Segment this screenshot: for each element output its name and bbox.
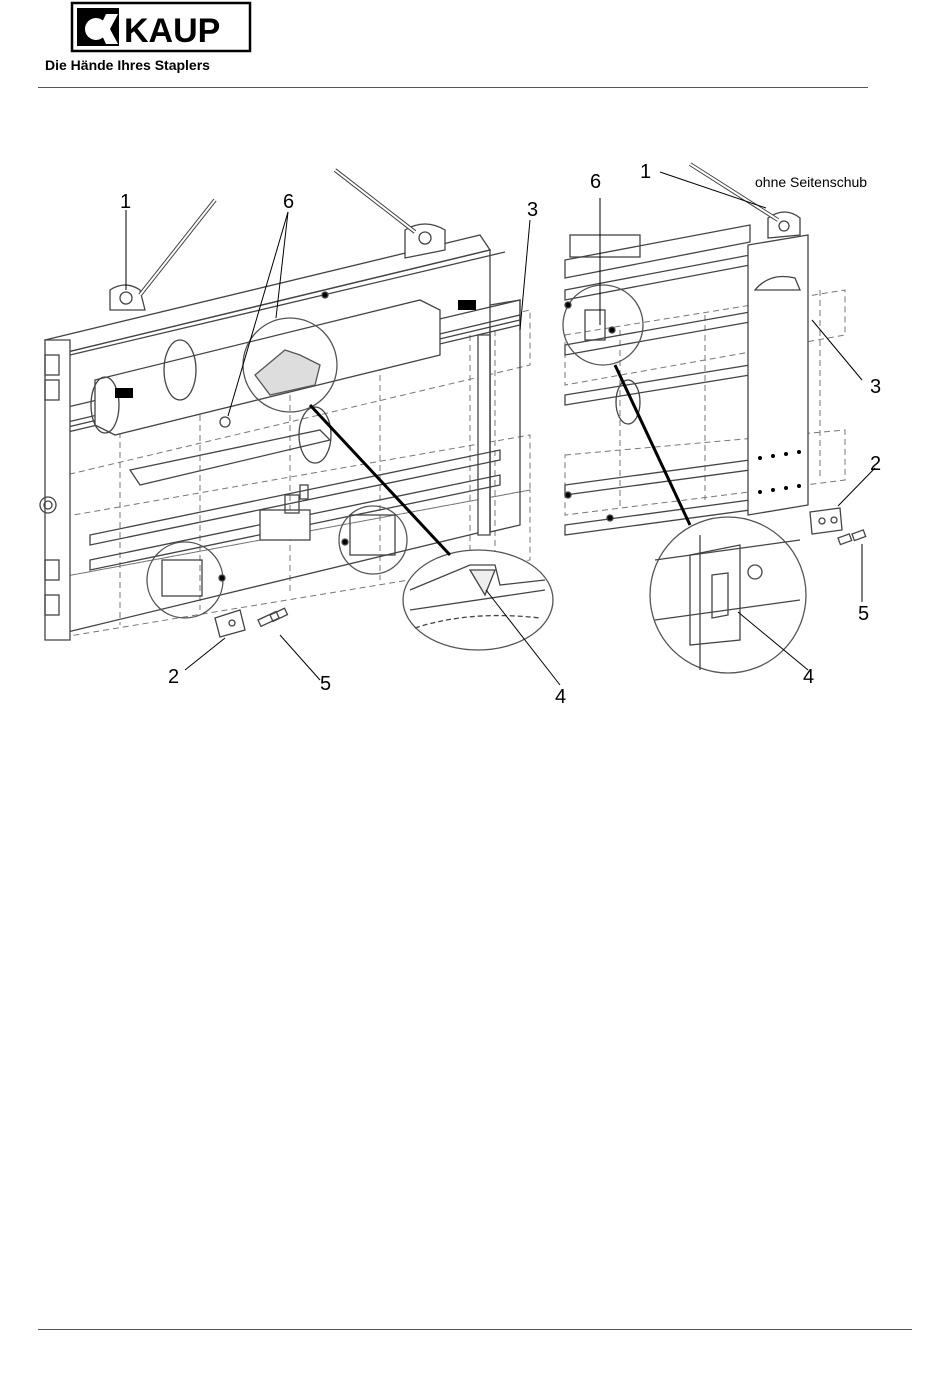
right-callout-1: 1 [640, 161, 651, 183]
kaup-logo: KAUP Die Hände Ihres Staplers [40, 0, 290, 80]
kaup-logo-graphic: KAUP Die Hände Ihres Staplers [40, 0, 290, 80]
header-rule [38, 87, 868, 88]
right-view [563, 164, 875, 673]
logo-slogan: Die Hände Ihres Staplers [45, 57, 210, 73]
left-view [40, 170, 560, 685]
right-callout-4: 4 [803, 666, 814, 688]
left-callout-4: 4 [555, 686, 566, 708]
right-callout-3: 3 [870, 376, 881, 398]
assembly-drawing-svg: 1 6 3 2 5 4 1 6 ohne Seitenschub 3 2 5 4 [0, 140, 950, 720]
left-callout-5: 5 [320, 673, 331, 695]
logo-wordmark: KAUP [124, 12, 220, 50]
right-callout-5: 5 [858, 603, 869, 625]
left-callout-3: 3 [527, 199, 538, 221]
right-view-note: ohne Seitenschub [755, 174, 867, 190]
footer-rule [38, 1329, 912, 1330]
left-callout-1: 1 [120, 191, 131, 213]
right-callout-2: 2 [870, 453, 881, 475]
assembly-drawing: 1 6 3 2 5 4 1 6 ohne Seitenschub 3 2 5 4 [0, 140, 950, 720]
left-callout-2: 2 [168, 666, 179, 688]
left-callout-6: 6 [283, 191, 294, 213]
right-callout-6: 6 [590, 171, 601, 193]
